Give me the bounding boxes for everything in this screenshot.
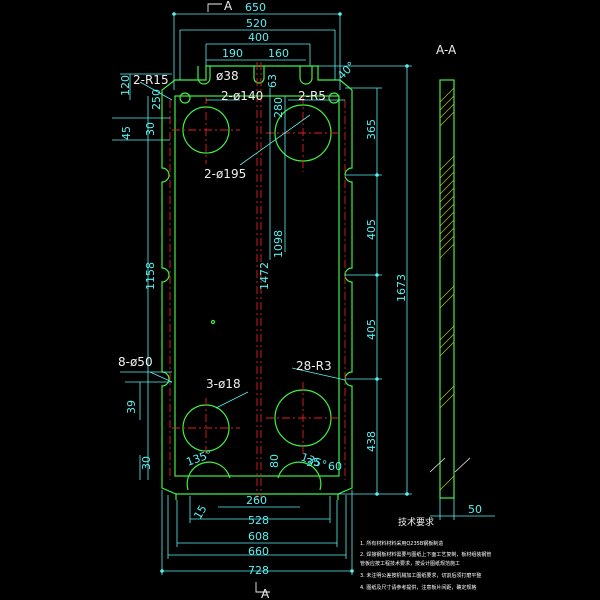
dim-438: 438 [365, 431, 378, 452]
section-view-title: A-A [436, 43, 457, 57]
dim-405-upper: 405 [365, 219, 378, 240]
note-2: 2. 焊接钢板材料需要与图纸上下面工艺复制，板材组装钢管 [360, 551, 491, 558]
dim-728: 728 [248, 564, 269, 577]
dim-45: 45 [120, 126, 133, 140]
label-8-d50: 8-ø50 [118, 355, 153, 369]
dim-400: 400 [248, 31, 269, 44]
section-view [429, 79, 495, 520]
dimension-ticks [160, 12, 409, 573]
dim-1673: 1673 [395, 274, 408, 302]
dim-50: 50 [468, 503, 482, 516]
dim-39: 39 [125, 400, 138, 414]
section-marker-bottom: A [261, 587, 270, 600]
dim-1158: 1158 [144, 262, 157, 290]
note-1: 1. 所有材料材料采用Q235B钢板制造 [360, 540, 443, 547]
label-2-d195: 2-ø195 [204, 167, 246, 181]
section-hatch [439, 87, 455, 491]
note-4: 4. 图纸及尺寸请参考提供，注意板片间距，确定规格 [360, 584, 476, 591]
dim-120: 120 [119, 75, 132, 96]
dim-1472: 1472 [258, 262, 271, 290]
dim-30-top: 30 [144, 122, 157, 136]
note-3: 3. 未注明公差按机械加工图纸要求，切割后须打磨平整 [360, 572, 481, 579]
label-28-r3: 28-R3 [296, 359, 332, 373]
notes-title: 技术要求 [398, 516, 434, 528]
dim-365: 365 [365, 119, 378, 140]
dim-160: 160 [268, 47, 289, 60]
label-2-r15: 2-R15 [133, 73, 169, 87]
dim-250: 250 [150, 89, 163, 110]
dim-60: 60 [328, 460, 342, 473]
dim-1098: 1098 [272, 230, 285, 258]
dim-608: 608 [248, 530, 269, 543]
port-holes [179, 92, 340, 491]
dim-650: 650 [245, 1, 266, 14]
centerlines [169, 62, 346, 500]
dim-260: 260 [246, 494, 267, 507]
section-markers [207, 3, 270, 593]
dim-405-lower: 405 [365, 319, 378, 340]
technical-notes: 技术要求 1. 所有材料材料采用Q235B钢板制造 2. 焊接钢板材料需要与图纸… [360, 516, 491, 591]
dim-63: 63 [266, 74, 279, 88]
dim-30-bottom: 30 [140, 456, 153, 470]
label-2-d140: 2-ø140 [221, 89, 263, 103]
angle-40: 40° [335, 59, 358, 82]
dimension-lines [112, 13, 412, 575]
label-3-d18: 3-ø18 [206, 377, 241, 391]
dim-80: 80 [268, 454, 281, 468]
note-2b: 管板应按工程技术要求，按设计图纸规范施工 [360, 560, 460, 567]
dim-660: 660 [248, 545, 269, 558]
label-2-r5: 2-R5 [298, 89, 326, 103]
dim-190: 190 [222, 47, 243, 60]
dim-520: 520 [246, 17, 267, 30]
angle-135-left: 135° [185, 448, 214, 469]
dim-35: 35 [306, 456, 320, 469]
dim-528: 528 [248, 514, 269, 527]
dim-280: 280 [272, 97, 285, 118]
section-marker-top: A [224, 0, 233, 13]
label-d38: ø38 [216, 69, 239, 83]
dim-15: 15 [191, 503, 209, 522]
